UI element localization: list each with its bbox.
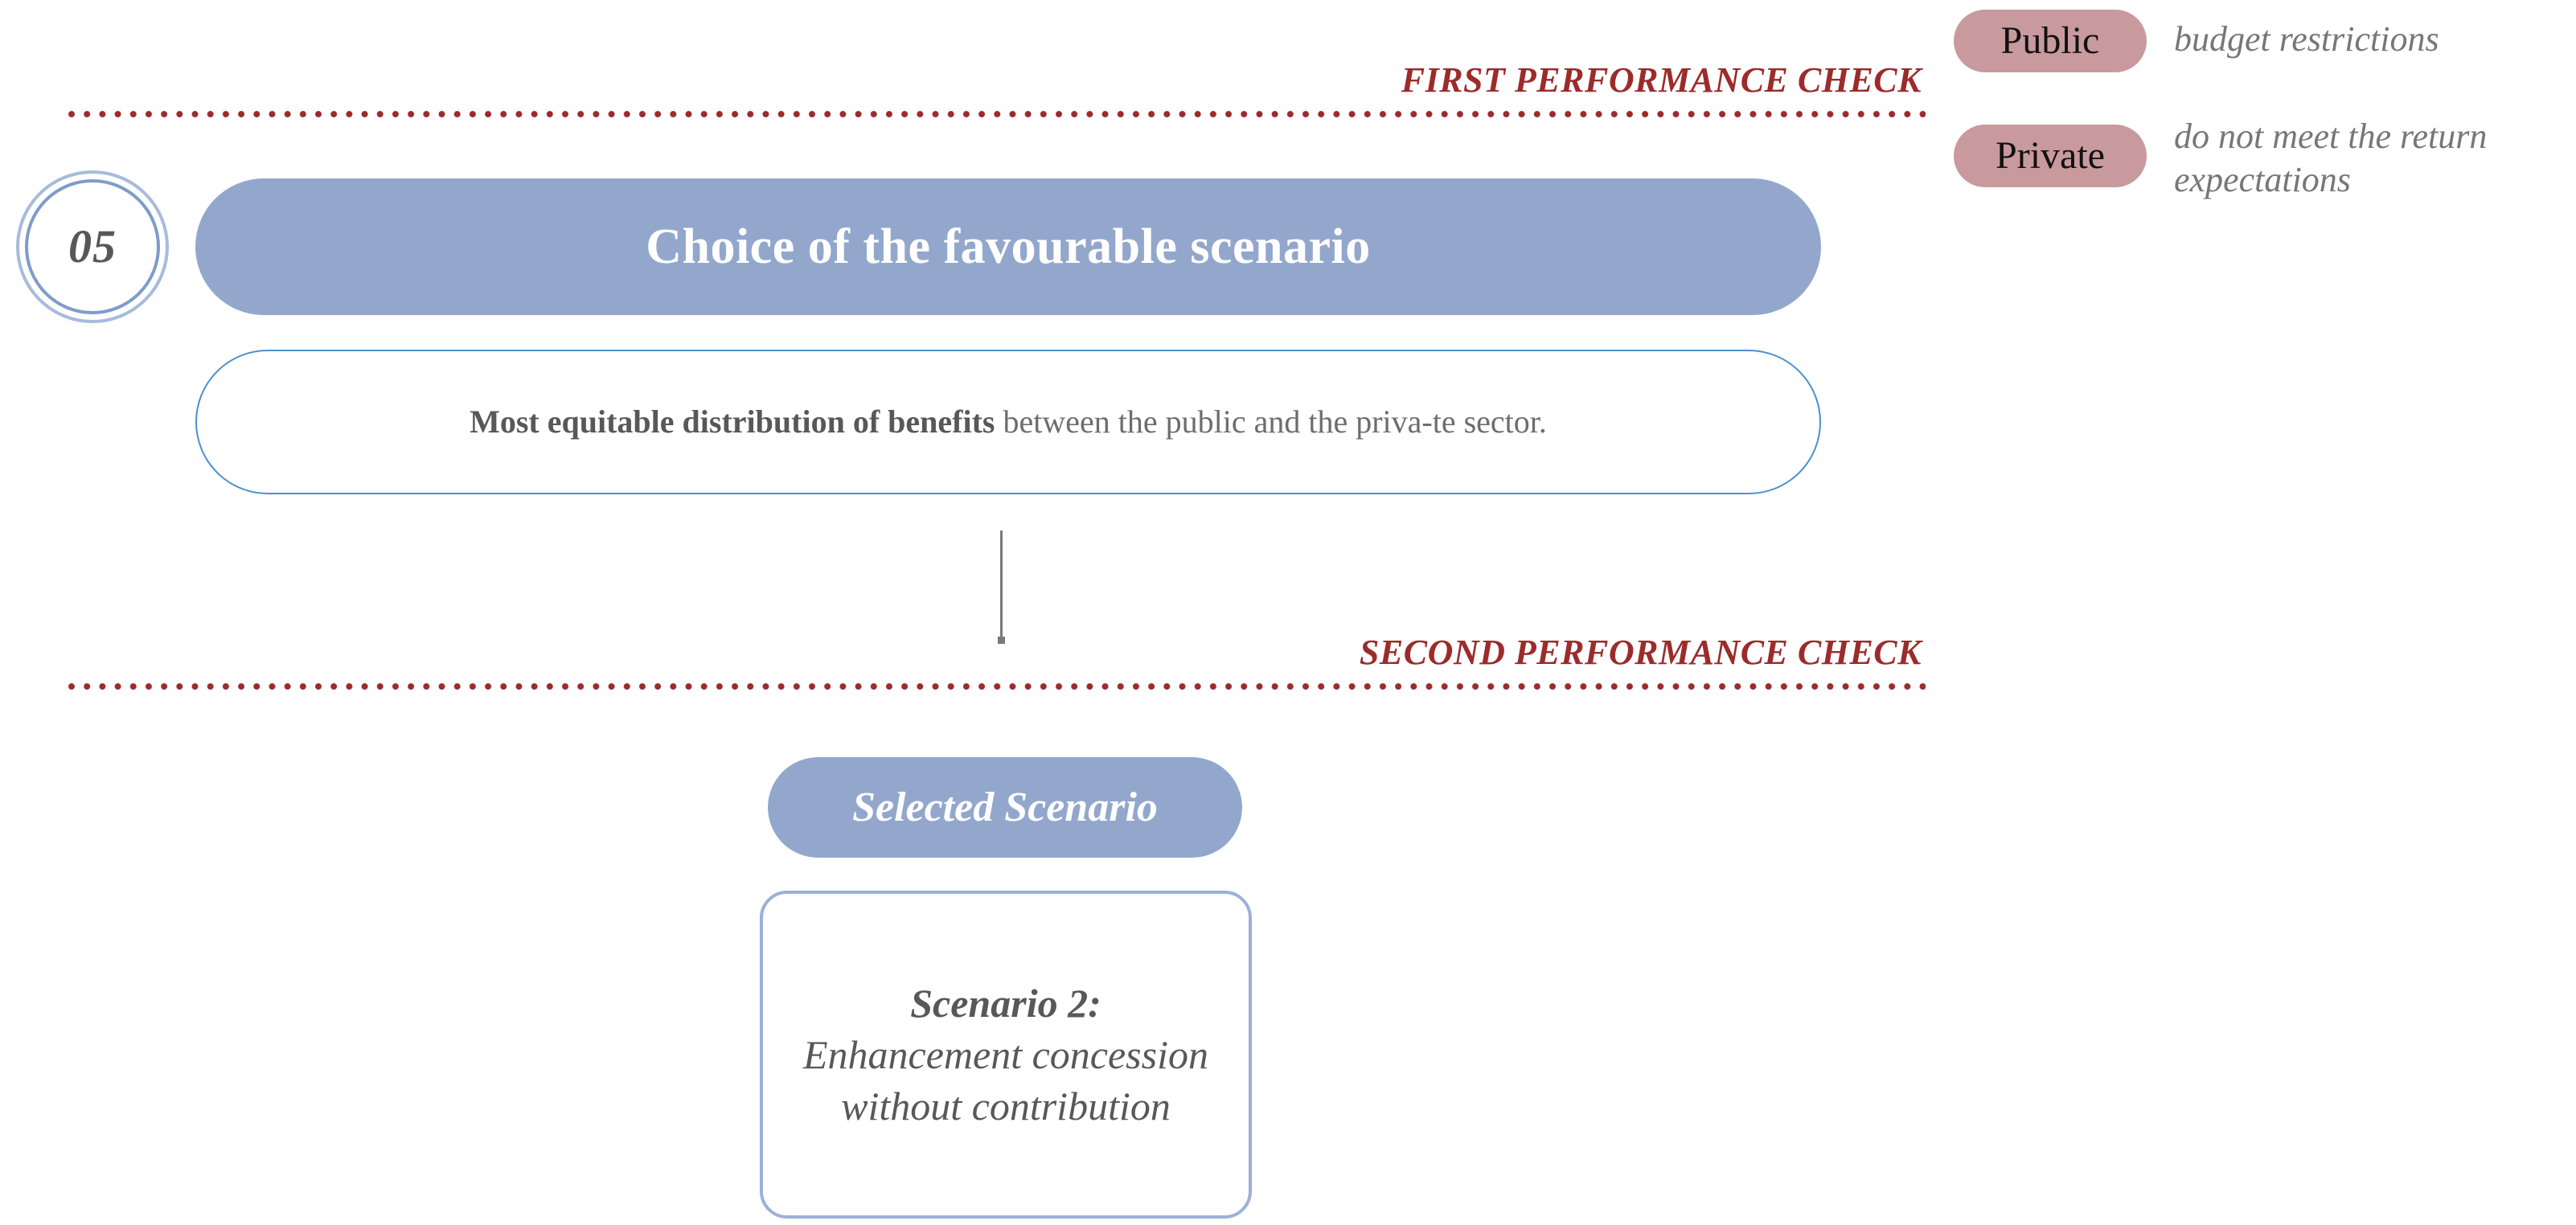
step-description-rest: between the public and the priva-te sect…: [995, 403, 1547, 440]
vertical-connector-line: [1000, 531, 1003, 643]
legend-desc-private: do not meet the return expectations: [2174, 117, 2488, 199]
step-number-badge-inner: 05: [25, 179, 160, 314]
step-description-lead: Most equitable distribution of benefits: [470, 403, 995, 440]
step-description-box: Most equitable distribution of benefits …: [195, 350, 1821, 494]
selected-scenario-detail: Enhancement concession without contribut…: [802, 1032, 1208, 1129]
selected-scenario-pill[interactable]: Selected Scenario: [768, 757, 1242, 858]
first-performance-check-dotted-line: [68, 109, 1926, 119]
selected-scenario-header: Selected Scenario: [852, 784, 1158, 830]
step-description-text: Most equitable distribution of benefits …: [310, 401, 1705, 444]
step-title-text: Choice of the favourable scenario: [646, 219, 1371, 274]
step-number-badge: 05: [16, 170, 169, 323]
second-performance-check-dotted-line: [68, 682, 1926, 691]
second-performance-check-label: SECOND PERFORMANCE CHECK: [1359, 633, 1922, 672]
selected-scenario-name: Scenario 2:: [910, 981, 1101, 1026]
legend-item-public: Public budget restrictions: [1954, 10, 2576, 72]
legend-item-private: Private do not meet the return expectati…: [1954, 117, 2576, 201]
legend-pill-private[interactable]: Private: [1954, 125, 2147, 187]
selected-scenario-box: Scenario 2: Enhancement concession withou…: [760, 891, 1252, 1219]
vertical-connector-endpoint: [998, 637, 1005, 644]
legend-desc-public: budget restrictions: [2174, 19, 2439, 59]
step-number-value: 05: [68, 220, 117, 272]
legend-pill-public[interactable]: Public: [1954, 10, 2147, 72]
step-title-bar[interactable]: Choice of the favourable scenario: [195, 178, 1821, 315]
first-performance-check-label: FIRST PERFORMANCE CHECK: [1401, 60, 1922, 100]
selected-scenario-content: Scenario 2: Enhancement concession withou…: [782, 977, 1229, 1132]
